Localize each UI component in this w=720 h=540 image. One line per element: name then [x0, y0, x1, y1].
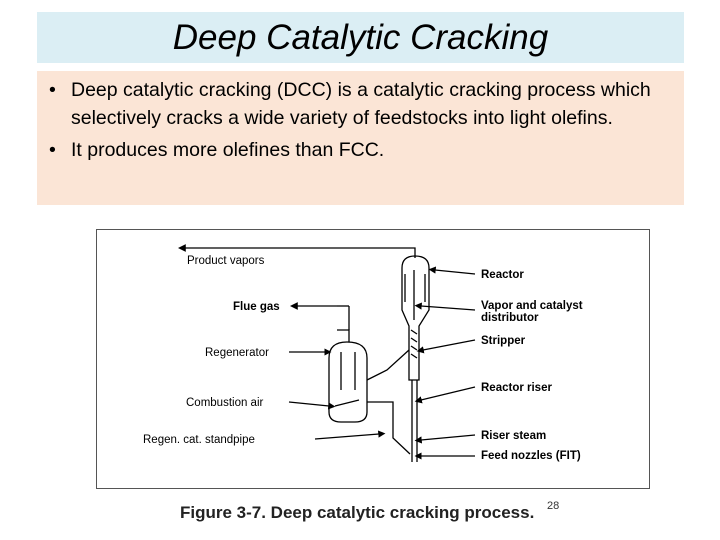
arrow-distributor [414, 302, 476, 311]
label-distributor-1: Vapor and catalyst [481, 300, 583, 312]
label-flue-gas: Flue gas [233, 301, 280, 313]
dcc-process-figure: Product vapors Flue gas Regenerator Comb… [96, 229, 650, 489]
bullet-text: Deep catalytic cracking (DCC) is a catal… [71, 79, 651, 129]
figure-caption: Figure 3-7. Deep catalytic cracking proc… [180, 503, 535, 522]
bullet-text: It produces more olefines than FCC. [71, 139, 385, 161]
label-combustion-air: Combustion air [186, 397, 264, 409]
arrow-reactor-riser [414, 386, 476, 404]
bullet-dot-icon: • [49, 139, 56, 161]
arrow-riser-steam [414, 434, 476, 444]
bullet-dot-icon: • [49, 79, 56, 101]
label-riser-steam: Riser steam [481, 430, 546, 442]
bullet-box: • Deep catalytic cracking (DCC) is a cat… [37, 71, 684, 205]
label-stripper: Stripper [481, 335, 526, 347]
bullet-item: • Deep catalytic cracking (DCC) is a cat… [49, 76, 674, 132]
arrow-reactor [428, 266, 476, 275]
dcc-process-diagram: Product vapors Flue gas Regenerator Comb… [143, 244, 583, 462]
title-banner: Deep Catalytic Cracking [37, 12, 684, 63]
spent-catalyst-line [366, 349, 410, 381]
label-reactor-riser: Reactor riser [481, 382, 552, 394]
label-feed-nozzles: Feed nozzles (FIT) [481, 450, 581, 462]
regen-standpipe [367, 401, 411, 455]
regenerator-vessel [328, 341, 368, 423]
label-distributor-2: distributor [481, 312, 539, 324]
page-number: 28 [547, 500, 560, 512]
bullet-item: • It produces more olefines than FCC. [49, 136, 674, 164]
flue-gas-stack [337, 329, 350, 342]
label-standpipe: Regen. cat. standpipe [143, 434, 255, 446]
stripper-baffles [410, 329, 418, 359]
label-reactor: Reactor [481, 269, 524, 281]
arrow-stripper [416, 339, 476, 354]
air-grid [334, 399, 360, 407]
label-regenerator: Regenerator [205, 347, 269, 359]
arrow-combustion-air [288, 401, 336, 410]
product-vapors-line [177, 244, 416, 258]
arrow-standpipe [314, 430, 386, 440]
label-product-vapors: Product vapors [187, 255, 265, 267]
slide-title: Deep Catalytic Cracking [172, 18, 549, 57]
